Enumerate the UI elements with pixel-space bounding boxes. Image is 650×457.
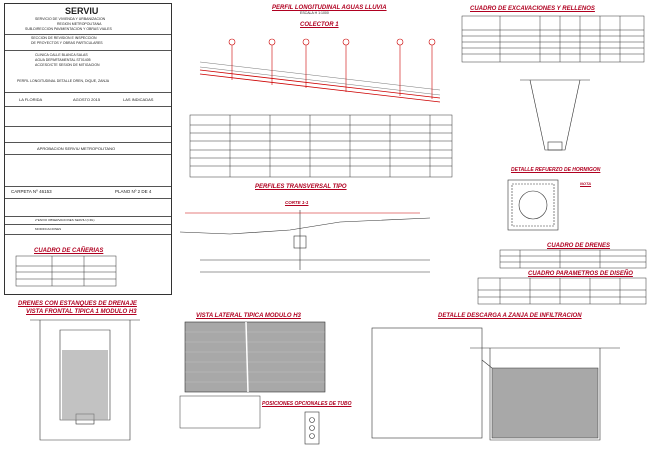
long-profile-title: PERFIL LONGITUDINAL AGUAS LLUVIA <box>272 5 387 11</box>
reinforce-title: DETALLE REFUERZO DE HORMIGON <box>511 167 601 173</box>
title-block: SERVIU SERVICIO DE VIVIENDA Y URBANIZACI… <box>4 3 172 295</box>
region-name: REGION METROPOLITANA <box>57 22 102 26</box>
subdir-name: SUB-DIRECCION PAVIMENTACION Y OBRAS VIAL… <box>25 27 112 31</box>
folder-number: CARPETA Nº 46153 <box>11 189 52 194</box>
front-view-title: VISTA FRONTAL TIPICA 1 MODULO H3 <box>26 309 137 315</box>
project-line-3: ACCESO/CTE SESION DE MITIGACION <box>35 63 100 67</box>
revision-2: MODIFICACIONES <box>35 227 62 231</box>
section-line-1: SECCION DE REVISION E INSPECCION <box>31 36 97 40</box>
project-line-2: AGUA DEPARTAMENTAL ST01405 <box>35 58 91 62</box>
discharge-title: DETALLE DESCARGA A ZANJA DE INFILTRACION <box>438 313 582 319</box>
revision-1: 2°ENVIO OBSERVACIONES SERVIU (CRL) <box>35 218 95 222</box>
scale-label: LAS INDICADAS <box>123 97 154 102</box>
collector-title: COLECTOR 1 <box>300 22 339 28</box>
side-view-title: VISTA LATERAL TIPICA MODULO H3 <box>196 313 301 319</box>
ministry-name: SERVICIO DE VIVIENDA Y URBANIZACION <box>35 17 106 21</box>
org-name: SERVIU <box>65 6 99 16</box>
pipe-table-title: CUADRO DE CAÑERIAS <box>34 248 104 254</box>
cut-title: CORTE 1-1 <box>285 200 309 205</box>
drain-table-title: CUADRO DE DRENES <box>547 243 611 249</box>
approval-label: APROBACION SERVIU METROPOLITANO <box>37 146 116 151</box>
excav-table-title: CUADRO DE EXCAVACIONES Y RELLENOS <box>470 6 595 12</box>
pipe-positions-title: POSICIONES OPCIONALES DE TUBO <box>262 401 352 407</box>
long-profile-scale: ESCALA H 1:1000 <box>300 11 329 15</box>
design-table-title: CUADRO PARAMETROS DE DISEÑO <box>528 271 633 277</box>
plan-number: PLANO Nº 2 DE 4 <box>115 189 152 194</box>
project-line-1: CLINICA CALLE BLANCA SALAS <box>35 53 88 57</box>
note-title: NOTA <box>580 181 592 186</box>
address-line: PERFIL LONGITUDINAL DETALLE DREN, DIQUE,… <box>17 79 110 83</box>
section-line-2: DE PROYECTOS Y OBRAS PARTICULARES <box>31 41 103 45</box>
commune-label: LA FLORIDA <box>19 97 43 102</box>
drain-ponds-title: DRENES CON ESTANQUES DE DRENAJE <box>18 301 137 307</box>
date-label: AGOSTO 2015 <box>73 97 101 102</box>
cross-profiles-title: PERFILES TRANSVERSAL TIPO <box>255 184 347 190</box>
